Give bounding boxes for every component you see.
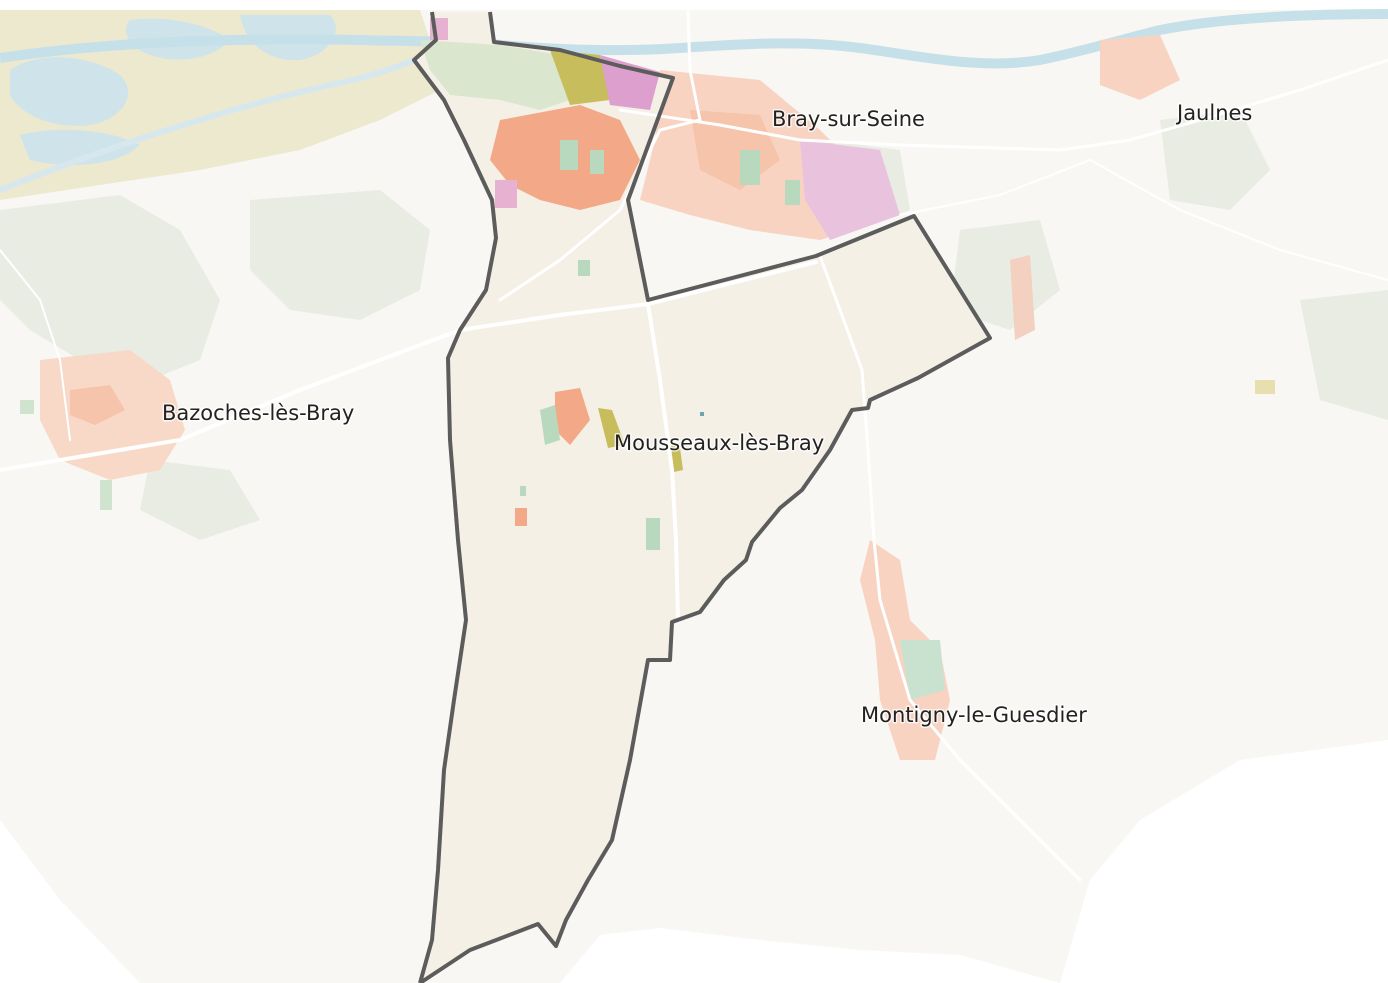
road-east: [899, 158, 1388, 281]
road-west: [0, 249, 71, 441]
road-d19: [646, 302, 680, 622]
map-edge-mask-bottom-left: [0, 820, 140, 983]
road-bray-jaulnes: [618, 58, 1388, 152]
lake-1: [10, 57, 129, 126]
map-edge-mask-bottom-right: [1060, 740, 1388, 983]
map-edge-mask: [0, 0, 1388, 10]
place-label-bazoches-les-bray: Bazoches-lès-Bray: [162, 401, 354, 425]
map-edge-mask-bottom-mid: [560, 928, 1060, 983]
canal: [0, 47, 442, 193]
bray-urban-area: [640, 70, 900, 240]
place-label-montigny-le-guesdier: Montigny-le-Guesdier: [861, 703, 1087, 727]
commune-boundary: [412, 11, 992, 983]
place-label-bray-sur-seine: Bray-sur-Seine: [772, 107, 925, 131]
small-settlements: [1010, 35, 1275, 394]
seine-river: [0, 9, 1388, 69]
commune-mousseaux-les-bray[interactable]: [414, 12, 990, 983]
mousseaux-north-urban: [420, 18, 660, 276]
road-montigny: [818, 254, 1082, 882]
road-north-south: [498, 10, 702, 302]
place-label-mousseaux-les-bray: Mousseaux-lès-Bray: [614, 431, 824, 455]
lake-4: [20, 129, 140, 165]
montigny-urban-area: [860, 540, 950, 760]
bazoches-urban-area: [20, 350, 185, 510]
place-label-jaulnes: Jaulnes: [1175, 101, 1252, 125]
